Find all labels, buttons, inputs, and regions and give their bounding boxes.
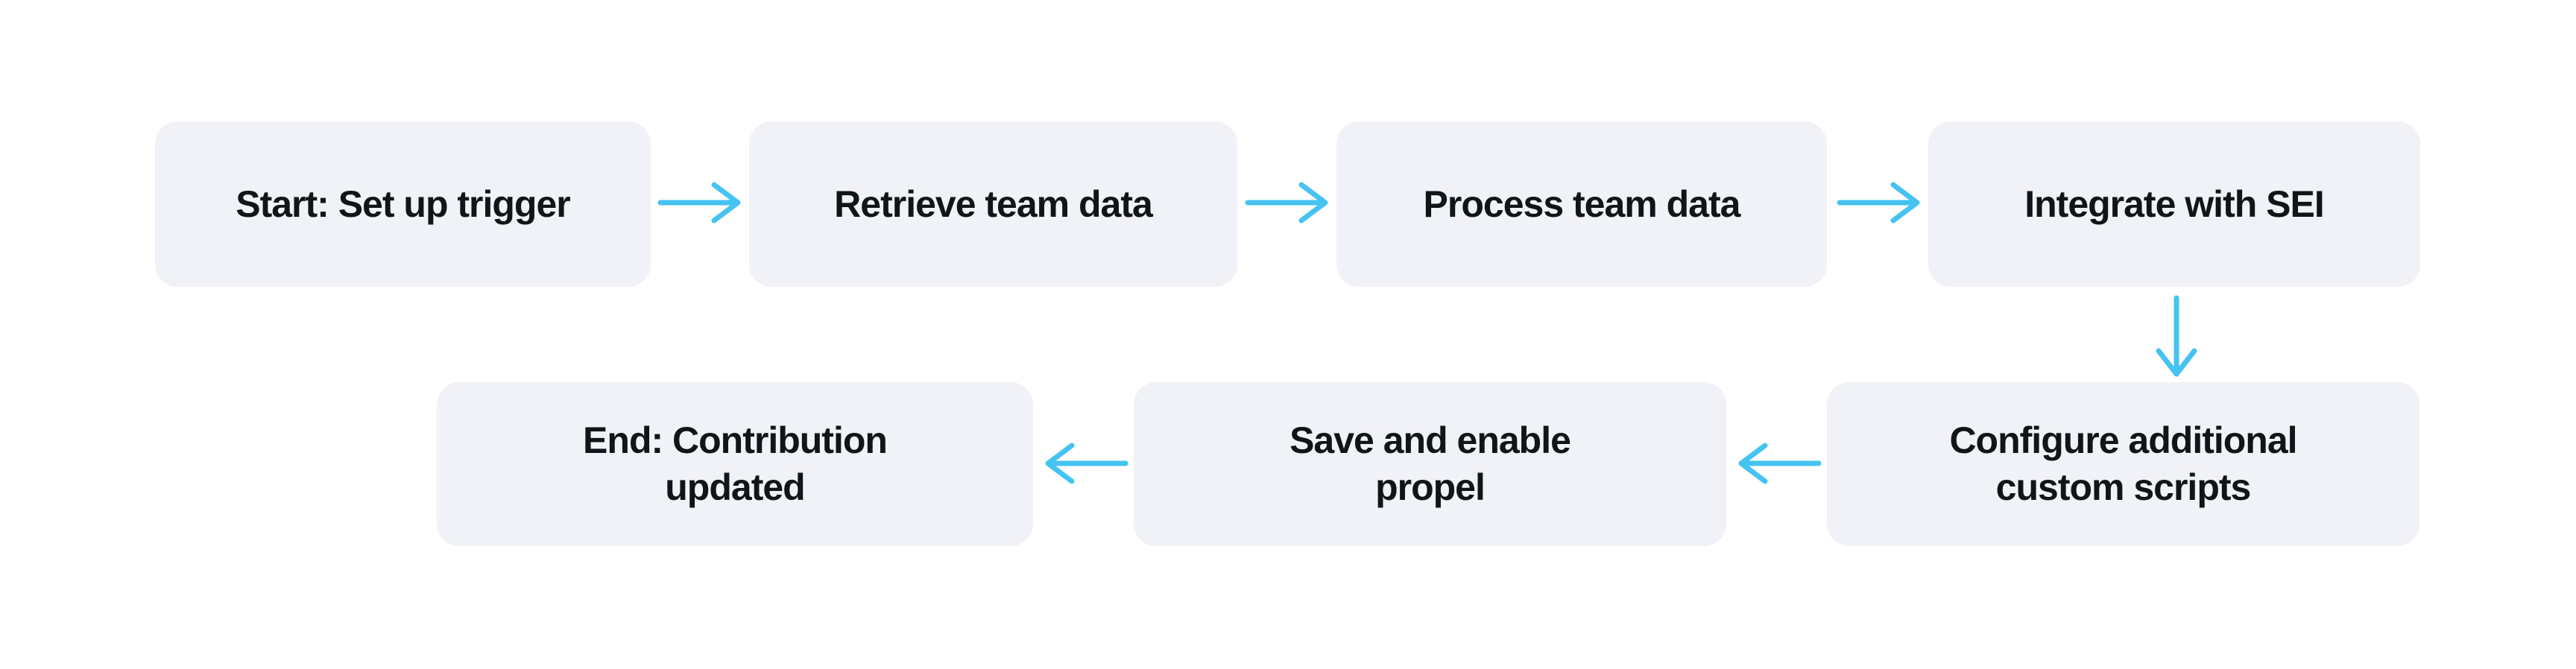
arrow-left-icon xyxy=(1738,443,1822,484)
flow-node-retrieve-team-data: Retrieve team data xyxy=(749,121,1237,287)
flow-node-end: End: Contribution updated xyxy=(437,382,1033,546)
arrow-right-icon xyxy=(657,182,741,223)
flow-node-integrate-with-sei: Integrate with SEI xyxy=(1928,121,2420,287)
arrow-down-icon xyxy=(2156,295,2197,377)
flow-node-start: Start: Set up trigger xyxy=(155,121,651,287)
flow-node-process-team-data: Process team data xyxy=(1336,121,1827,287)
arrow-right-icon xyxy=(1245,182,1328,223)
arrow-right-icon xyxy=(1837,182,1920,223)
flow-node-configure-custom-scripts: Configure additional custom scripts xyxy=(1827,382,2419,546)
arrow-left-icon xyxy=(1045,443,1128,484)
flow-node-save-and-enable-propel: Save and enable propel xyxy=(1134,382,1726,546)
